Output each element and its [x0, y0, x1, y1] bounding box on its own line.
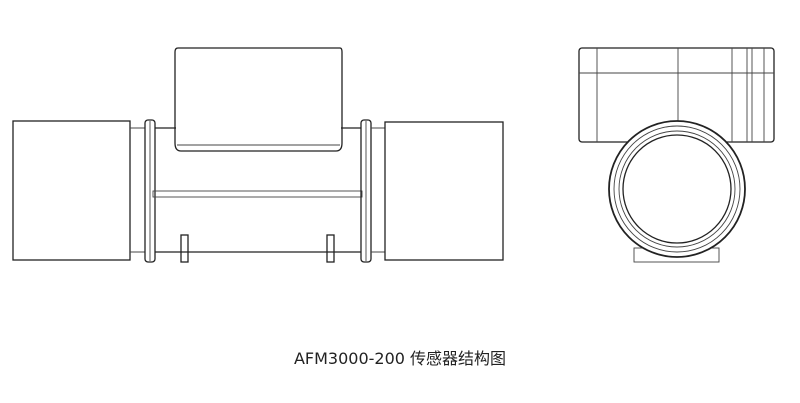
diagram-caption: AFM3000-200 传感器结构图 [293, 349, 507, 368]
left-connector-cylinder [12, 120, 131, 261]
side-housing-divisions [596, 48, 765, 142]
side-view [578, 47, 775, 263]
pipe-ring-2 [618, 130, 736, 248]
front-view [12, 47, 504, 263]
pipe-outer-circle [608, 120, 746, 258]
left-neck [130, 127, 145, 253]
center-rod [152, 190, 363, 198]
pin-right [326, 234, 335, 263]
pipe-ring-1 [613, 125, 741, 253]
right-neck [371, 127, 385, 253]
right-flange [360, 119, 372, 263]
pipe-inner-circle [622, 134, 732, 244]
top-housing-box [174, 47, 343, 152]
right-connector-cylinder [384, 121, 504, 261]
pin-left [180, 234, 189, 263]
